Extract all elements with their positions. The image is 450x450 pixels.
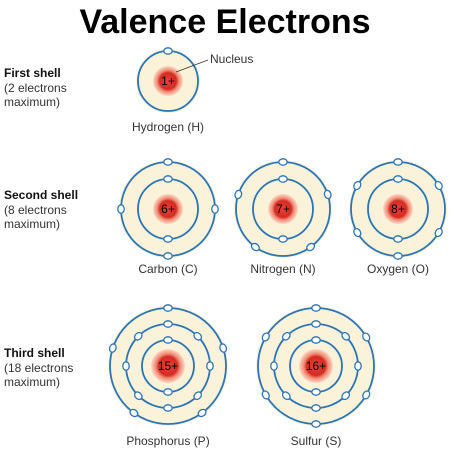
- electron: [163, 252, 173, 260]
- electron: [354, 361, 362, 371]
- electron: [163, 304, 173, 312]
- nucleus: [299, 349, 333, 383]
- atom-name-phosphorus: Phosphorus (P): [126, 434, 210, 448]
- nucleus-charge: 15+: [158, 359, 178, 373]
- electron: [281, 391, 291, 401]
- nucleus: [383, 194, 413, 224]
- row-title: First shell: [4, 66, 61, 80]
- electron: [163, 158, 173, 166]
- electron: [122, 361, 130, 371]
- electron: [311, 404, 321, 412]
- row-label-second-shell: Second shell (8 electrons maximum): [4, 188, 78, 232]
- row-note: maximum): [4, 217, 60, 231]
- electron: [193, 331, 203, 341]
- electron: [393, 235, 403, 243]
- row-label-first-shell: First shell (2 electrons maximum): [4, 66, 67, 110]
- page-title: Valence Electrons: [79, 3, 371, 41]
- electron: [133, 391, 143, 401]
- electron: [362, 390, 371, 400]
- electron: [393, 158, 403, 166]
- electron: [163, 47, 173, 55]
- electron: [306, 242, 316, 252]
- nucleus: [153, 194, 183, 224]
- electron: [108, 343, 117, 353]
- electron: [163, 235, 173, 243]
- nucleus-pointer-line: [175, 59, 209, 73]
- nucleus: [151, 349, 185, 383]
- atom-nitrogen: 7+: [234, 158, 332, 258]
- row-note: maximum): [4, 375, 60, 389]
- electron: [278, 158, 288, 166]
- electron: [261, 390, 270, 400]
- row-note: (2 electrons: [4, 80, 67, 95]
- electron: [117, 204, 125, 214]
- nucleus-charge: 8+: [391, 202, 405, 216]
- electron: [362, 332, 371, 342]
- electron: [219, 343, 228, 353]
- electron: [393, 252, 403, 260]
- electron: [163, 336, 173, 344]
- atom-oxygen: 8+: [349, 158, 447, 260]
- row-note: maximum): [4, 95, 60, 109]
- row-note: (18 electrons: [4, 360, 74, 375]
- electron: [311, 320, 321, 328]
- electron: [278, 175, 288, 183]
- nucleus: [153, 66, 183, 96]
- atom-name-sulfur: Sulfur (S): [290, 434, 342, 448]
- electron: [197, 408, 207, 418]
- atom-name-hydrogen: Hydrogen (H): [131, 120, 205, 134]
- electron: [163, 404, 173, 412]
- electron: [353, 227, 362, 238]
- electron: [323, 189, 332, 200]
- atom-hydrogen: 1+: [136, 47, 200, 113]
- electron: [434, 227, 443, 238]
- electron: [234, 189, 243, 200]
- nucleus-charge: 1+: [161, 74, 175, 88]
- row-note: (8 electrons: [4, 202, 67, 217]
- nucleus: [268, 194, 298, 224]
- electron: [393, 175, 403, 183]
- atoms-layer: 1+ 6+ 7+ 8+ 15+ 16+: [108, 47, 447, 428]
- electron: [311, 336, 321, 344]
- electron: [311, 388, 321, 396]
- electron: [193, 391, 203, 401]
- nucleus-charge: 7+: [276, 202, 290, 216]
- atom-carbon: 6+: [117, 158, 219, 260]
- electron: [353, 180, 362, 191]
- electron: [163, 388, 173, 396]
- electron: [163, 175, 173, 183]
- nucleus-charge: 16+: [306, 359, 326, 373]
- atom-sulfur: 16+: [256, 304, 376, 428]
- electron: [341, 391, 351, 401]
- electron: [206, 361, 214, 371]
- electron: [163, 320, 173, 328]
- electron: [311, 420, 321, 428]
- row-title: Third shell: [4, 346, 65, 360]
- row-title: Second shell: [4, 188, 79, 202]
- electron: [270, 361, 278, 371]
- nucleus-charge: 6+: [161, 202, 175, 216]
- electron: [133, 331, 143, 341]
- electron: [341, 331, 351, 341]
- row-label-third-shell: Third shell (18 electrons maximum): [4, 346, 73, 390]
- atom-name-nitrogen: Nitrogen (N): [250, 262, 316, 276]
- electron: [129, 408, 139, 418]
- atom-name-oxygen: Oxygen (O): [366, 262, 429, 276]
- atom-phosphorus: 15+: [108, 304, 228, 426]
- electron: [434, 180, 443, 191]
- electron: [281, 331, 291, 341]
- electron: [261, 332, 270, 342]
- electron: [211, 204, 219, 214]
- electron: [311, 304, 321, 312]
- atom-name-carbon: Carbon (C): [138, 262, 198, 276]
- electron: [250, 242, 260, 252]
- electron: [278, 235, 288, 243]
- nucleus-label: Nucleus: [210, 52, 254, 66]
